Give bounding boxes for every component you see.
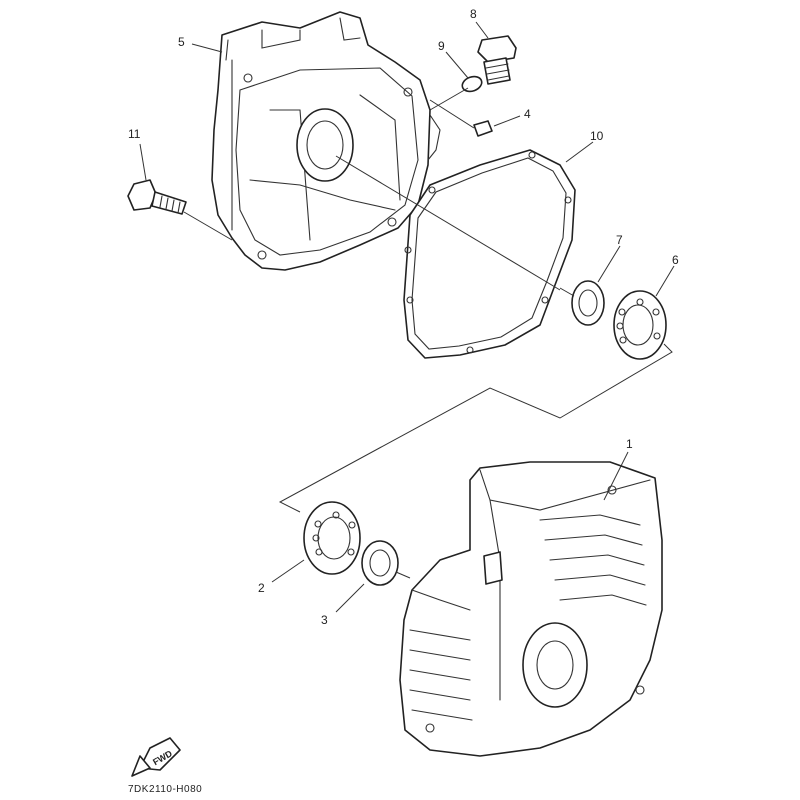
- callout-9: 9: [438, 39, 445, 53]
- callout-11: 11: [128, 127, 141, 141]
- callout-7: 7: [616, 233, 623, 247]
- o-ring[interactable]: [460, 74, 484, 94]
- callout-labels: 1 2 3 4 5 6 7 8 9 10 11: [128, 7, 679, 627]
- callout-6: 6: [672, 253, 679, 267]
- crankcase[interactable]: [399, 461, 663, 757]
- oil-seal-lower[interactable]: [361, 540, 399, 586]
- bolt[interactable]: [127, 179, 187, 215]
- dowel-pin[interactable]: [473, 120, 493, 137]
- bearing-upper[interactable]: [613, 290, 667, 360]
- callout-1: 1: [626, 437, 633, 451]
- callout-4: 4: [524, 107, 531, 121]
- fitting[interactable]: [477, 35, 517, 85]
- bearing-lower[interactable]: [303, 501, 361, 575]
- callout-10: 10: [590, 129, 604, 143]
- crankcase-cover[interactable]: [211, 11, 441, 271]
- gasket[interactable]: [403, 149, 576, 359]
- leader-lines: [139, 21, 675, 613]
- forward-arrow-icon: FWD: [131, 737, 181, 777]
- callout-5: 5: [178, 35, 185, 49]
- callout-2: 2: [258, 581, 265, 595]
- callout-3: 3: [321, 613, 328, 627]
- oil-seal-upper[interactable]: [571, 280, 605, 326]
- callout-8: 8: [470, 7, 477, 21]
- diagram-code: 7DK2110-H080: [128, 784, 202, 795]
